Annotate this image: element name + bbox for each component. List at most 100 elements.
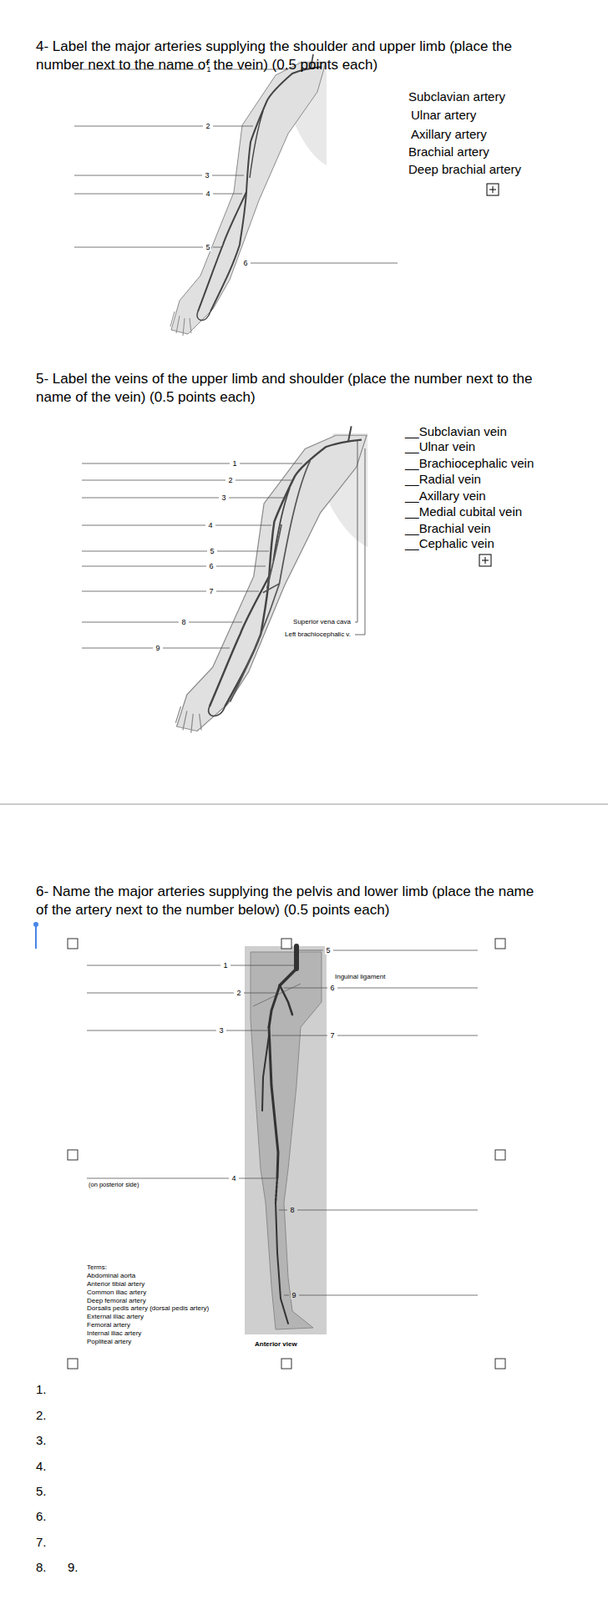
leader-line: [81, 566, 207, 568]
question-heading: 5- Label the veins of the upper limb and…: [35, 369, 558, 407]
answer-number: 5.: [35, 1484, 47, 1499]
vessel-label: Left brachiocephalic v.: [283, 630, 352, 639]
callout-number: 9: [290, 1291, 297, 1300]
callout-number: 7: [329, 1031, 335, 1040]
checkbox: [67, 938, 506, 1369]
checkbox: [281, 1358, 292, 1369]
leader-line: [74, 247, 203, 249]
leader-line: [86, 950, 478, 1296]
leg-artery-illustration: [262, 946, 297, 1324]
term-option: __Subclavian vein: [405, 424, 507, 439]
vena-cava-bracket: [354, 440, 358, 623]
callout-number: 2: [204, 121, 211, 131]
leader-line: [86, 1030, 217, 1032]
answer-number: 3.: [35, 1433, 47, 1448]
callout-number: 2: [227, 476, 234, 485]
view-caption: Anterior view: [254, 1340, 298, 1348]
leg-artery-illustration: [250, 952, 322, 1330]
leader-line: [81, 480, 226, 482]
term-option: Ulnar artery: [410, 107, 477, 122]
arm-vein-illustration: [267, 524, 282, 588]
callout-number: 2: [235, 988, 242, 998]
leader-line: [81, 463, 230, 465]
leader-line: [230, 965, 294, 967]
leader-line: [188, 622, 243, 624]
term-option: Anterior tibial artery: [86, 1280, 145, 1288]
leader-line: [238, 1178, 276, 1180]
term-option: __Axillary vein: [405, 488, 487, 503]
question-heading: 4- Label the major arteries supplying th…: [35, 37, 538, 75]
callout-number: 5: [204, 243, 211, 252]
callout-number: 8: [180, 618, 187, 627]
leader-line: [212, 175, 244, 177]
arm-artery-illustration: [170, 54, 327, 336]
leader-line: [333, 950, 478, 952]
leader-line: [278, 1210, 288, 1211]
leader-line: [283, 1295, 289, 1297]
leg-artery-illustration: [279, 968, 297, 986]
leg-artery-illustration: [268, 1027, 279, 1178]
vena-cava-bracket: [354, 448, 365, 635]
leg-artery-illustration: [244, 946, 327, 1335]
callout-number: 9: [154, 643, 161, 653]
term-option: __Brachial vein: [405, 521, 492, 536]
leader-line: [81, 591, 207, 593]
leader-line: [81, 648, 153, 649]
add-button: [486, 183, 499, 196]
callout-number: 4: [230, 1174, 237, 1183]
arm-vein-illustration: [230, 461, 311, 703]
leader-line: [298, 950, 324, 952]
leg-artery-illustration: [279, 985, 293, 1015]
leg-artery-illustration: [268, 985, 280, 1028]
terms-heading: Terms:: [86, 1263, 107, 1272]
callout-number: 5: [324, 946, 331, 955]
callout-number: 3: [203, 171, 210, 180]
leader-line: [216, 591, 259, 593]
term-option: __Cephalic vein: [405, 536, 495, 551]
leader-line: [283, 988, 328, 989]
add-button: [479, 554, 492, 567]
callout-number: 5: [208, 547, 215, 556]
vessel-label: Superior vena cava: [292, 618, 352, 626]
callout-number: 6: [329, 983, 335, 993]
answer-number: 1.: [35, 1382, 47, 1397]
question-heading: 6- Name the major arteries supplying the…: [35, 882, 542, 920]
leader-line: [298, 1295, 478, 1297]
answer-number: 2.: [35, 1408, 47, 1423]
leg-artery-illustration: [293, 946, 299, 969]
term-option: Popliteal artery: [86, 1337, 132, 1346]
leader-line: [74, 193, 203, 195]
answer-number: 9.: [67, 1560, 79, 1575]
add-button: [489, 186, 497, 193]
leader-line: [74, 126, 203, 127]
callout-number: 1: [231, 459, 238, 468]
callout-number: 6: [242, 258, 249, 268]
leader-line: [81, 622, 179, 624]
callout-number: 4: [207, 521, 213, 530]
term-option: __Radial vein: [405, 471, 482, 487]
term-option: Abdominal aorta: [86, 1271, 136, 1280]
checkbox: [281, 938, 292, 949]
add-button: [481, 557, 489, 564]
leader-line: [235, 480, 293, 482]
checkbox: [495, 938, 506, 949]
term-option: Deep femoral artery: [86, 1297, 147, 1305]
leader-line: [226, 1030, 268, 1032]
term-option: Internal iliac artery: [86, 1329, 142, 1338]
section-rule: [0, 804, 608, 806]
callout-number: 1: [222, 961, 228, 970]
callout-number: 1: [205, 65, 212, 74]
arm-vein-illustration: [263, 583, 280, 593]
term-option: __Ulnar vein: [405, 439, 476, 454]
callout-number: 6: [207, 562, 214, 571]
checkbox: [67, 1358, 78, 1369]
leader-line: [228, 497, 284, 499]
leader-line: [239, 463, 303, 465]
arm-vein-illustration: [175, 425, 368, 733]
text-cursor: [35, 925, 37, 949]
leader-line: [217, 551, 269, 553]
term-option: Femoral artery: [86, 1321, 131, 1329]
term-option: Brachial artery: [408, 144, 490, 159]
leader-line: [212, 247, 222, 249]
